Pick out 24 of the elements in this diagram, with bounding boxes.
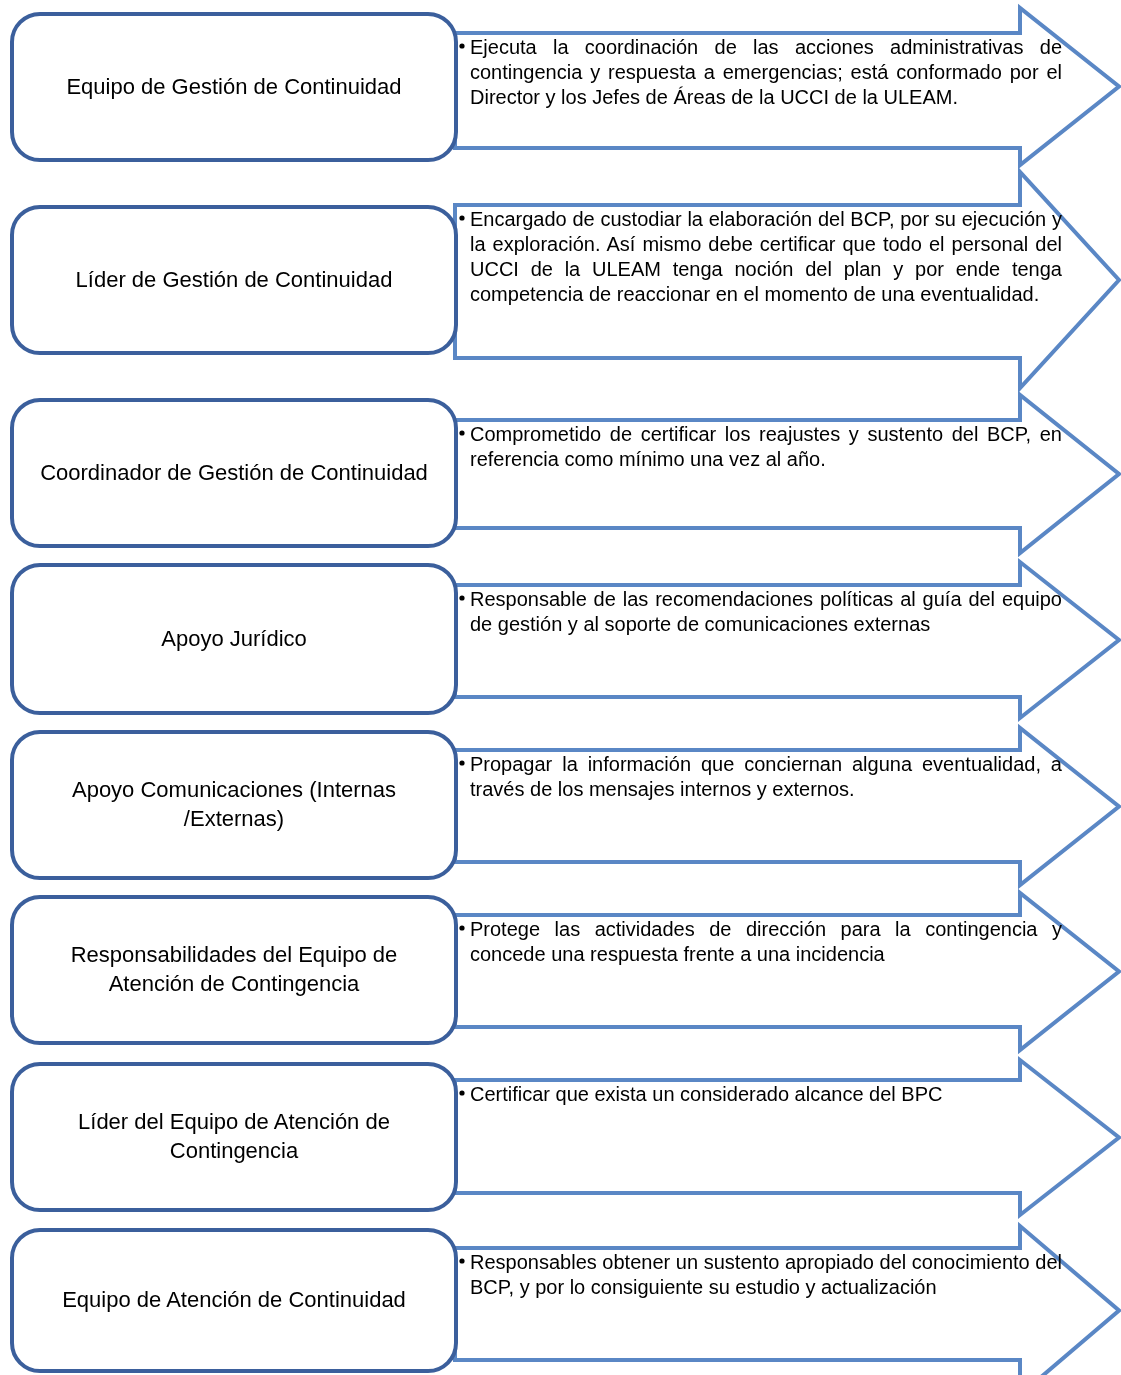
role-box — [10, 563, 458, 715]
description-text: Responsables obtener un sustento apropiado del conocimiento del BCP, y por lo consiguiente su estudio y actualización — [470, 1250, 1062, 1300]
role-box — [10, 398, 458, 548]
role-title: Apoyo Comunicaciones (Internas /Externas) — [70, 776, 398, 833]
role-title: Equipo de Atención de Continuidad — [61, 1286, 407, 1315]
description-text: Responsable de las recomendaciones políticas al guía del equipo de gestión y al soporte de comunicaciones externas — [470, 587, 1062, 637]
role-title: Responsabilidades del Equipo de Atención de Contingencia — [69, 941, 399, 998]
role-title: Equipo de Gestión de Continuidad — [65, 72, 403, 101]
description-text: Propagar la información que conciernan alguna eventualidad, a través de los mensajes internos y externos. — [470, 752, 1062, 802]
description-text: Encargado de custodiar la elaboración del BCP, por su ejecución y la exploración. Así mismo debe certificar que todo el personal del UCCI de la ULEAM tenga noción del plan y por ende tenga competencia de reaccionar en el momento de una eventualidad. — [470, 207, 1062, 307]
role-box — [10, 1228, 458, 1373]
role-box — [10, 895, 458, 1045]
description-text: Certificar que exista un considerado alcance del BPC — [470, 1082, 944, 1107]
description-text: Protege las actividades de dirección para la contingencia y concede una respuesta frente a una incidencia — [470, 917, 1062, 967]
description-text: Comprometido de certificar los reajustes y sustento del BCP, en referencia como mínimo una vez al año. — [470, 422, 1062, 472]
role-box — [10, 12, 458, 162]
role-title: Líder del Equipo de Atención de Contingencia — [77, 1108, 391, 1165]
role-title: Coordinador de Gestión de Continuidad — [39, 458, 429, 487]
role-title: Líder de Gestión de Continuidad — [74, 265, 394, 294]
role-title: Apoyo Jurídico — [160, 624, 308, 653]
role-box — [10, 1062, 458, 1212]
role-box — [10, 205, 458, 355]
description-text: Ejecuta la coordinación de las acciones administrativas de contingencia y respuesta a emergencias; está conformado por el Director y los Jefes de Áreas de la UCCI de la ULEAM. — [470, 35, 1062, 110]
role-box — [10, 730, 458, 880]
